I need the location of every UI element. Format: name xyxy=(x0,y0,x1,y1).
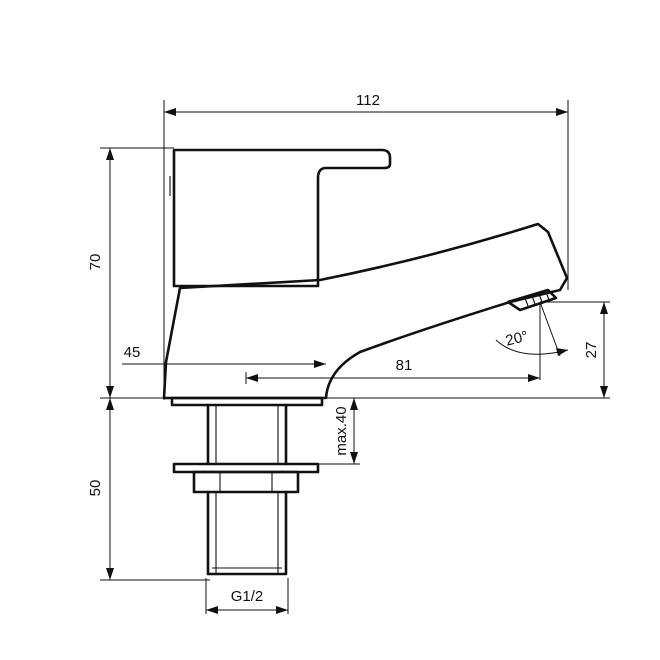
label-thread-size: G1/2 xyxy=(231,588,264,605)
spout-body xyxy=(162,222,569,400)
shank-upper xyxy=(206,403,288,466)
dimension-lines xyxy=(100,100,610,614)
aerator-ridges xyxy=(524,291,550,307)
label-outlet-height: 27 xyxy=(583,342,600,359)
aerator xyxy=(506,288,558,312)
label-outlet-angle: 20° xyxy=(504,328,530,350)
nut-flats xyxy=(219,472,273,492)
lever-handle xyxy=(172,148,392,288)
shank-inner xyxy=(215,405,279,464)
label-height-above-deck: 70 xyxy=(87,254,104,271)
label-spout-reach: 81 xyxy=(396,357,413,374)
label-overall-width: 112 xyxy=(356,92,380,109)
threaded-tail xyxy=(206,490,288,576)
dim-line-81 xyxy=(245,372,540,384)
label-height-below-deck: 50 xyxy=(87,480,104,497)
base-plate xyxy=(170,396,324,407)
fixing-washer xyxy=(172,462,320,474)
label-max-deck-thickness: max.40 xyxy=(333,406,350,455)
fixing-nut xyxy=(192,470,300,494)
dimension-labels: 112 70 50 45 81 27 20° max.40 G1/2 xyxy=(87,92,600,605)
mounting-hardware xyxy=(170,396,324,576)
thread-lines xyxy=(212,492,282,574)
tap-body xyxy=(162,148,569,400)
label-handle-offset: 45 xyxy=(124,344,141,361)
